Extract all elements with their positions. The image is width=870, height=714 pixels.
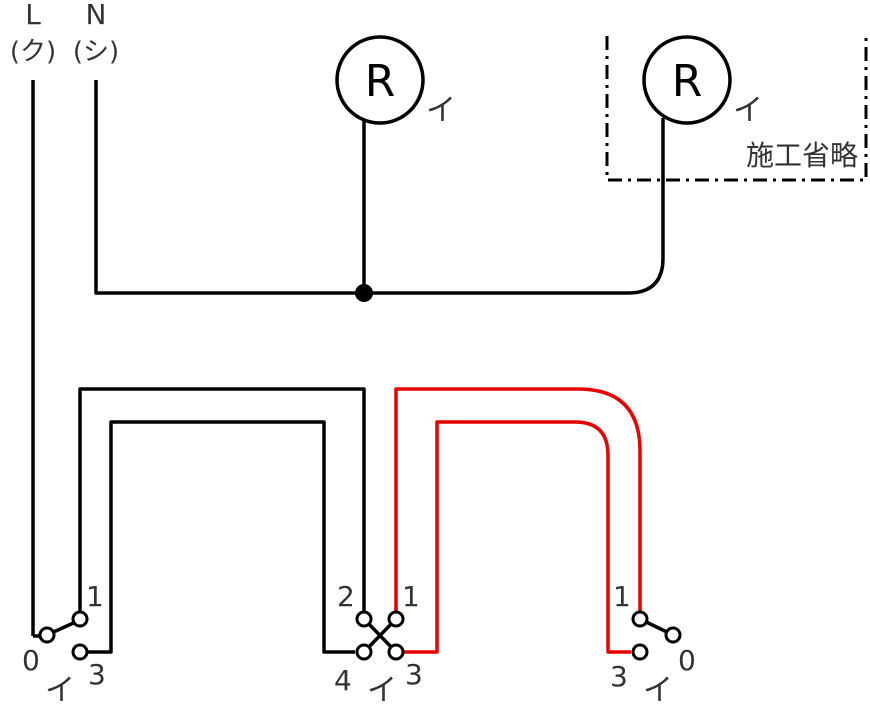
source-l-code: (ク) [10,37,56,67]
traveller-outer-black [78,387,366,618]
switch-right-terminal-0 [664,626,682,644]
neutral-wire [94,80,665,295]
switch-middle-terminal-4 [355,643,373,661]
switch-middle-label-1: 1 [402,580,420,613]
junction-dot [355,284,373,302]
switch-left-terminal-3 [71,643,89,661]
switch-right-code: イ [643,673,673,708]
switch-middle-code: イ [367,673,397,708]
switch-right-terminal-3 [631,643,649,661]
switch-left-label-3: 3 [88,658,106,691]
switch-left-terminal-0 [38,626,56,644]
traveller-outer-red [394,387,642,618]
lamp-1-code: イ [426,93,456,128]
switch-middle-terminal-2 [355,610,373,628]
lamp-1-letter: R [365,56,396,107]
switch-right-label-1: 1 [613,580,631,613]
lamp-2-letter: R [672,56,703,107]
switch-left-label-1: 1 [86,580,104,613]
switch-right: 1 0 3 イ [610,580,696,708]
omitted-area-label: 施工省略 [746,139,858,172]
traveller-inner-red [404,420,631,654]
traveller-inner-black [86,420,355,654]
switch-right-label-3: 3 [610,660,628,693]
switch-right-label-0: 0 [678,644,696,677]
lamp-2: R イ [642,35,763,128]
lamp-1: R イ [335,35,456,128]
source-l-label: L [25,0,41,31]
switch-middle: 2 1 4 3 イ [334,580,423,708]
switch-left-terminal-1 [71,610,89,628]
switch-left-code: イ [45,673,75,708]
switch-middle-label-2: 2 [337,580,355,613]
switch-middle-label-3: 3 [405,658,423,691]
omitted-area-boundary [605,36,868,182]
switch-middle-terminal-1 [387,610,405,628]
lamp-2-circle [642,35,732,125]
lamp-2-code: イ [733,93,763,128]
source-n-code: (シ) [73,37,119,67]
switch-right-terminal-1 [631,610,649,628]
switch-middle-label-4: 4 [334,664,352,697]
switch-middle-terminal-3 [387,643,405,661]
switch-left-label-0: 0 [22,644,40,677]
switch-left: 1 0 3 イ [22,580,106,708]
lamp-1-circle [335,35,425,125]
source-n-label: N [86,0,107,31]
